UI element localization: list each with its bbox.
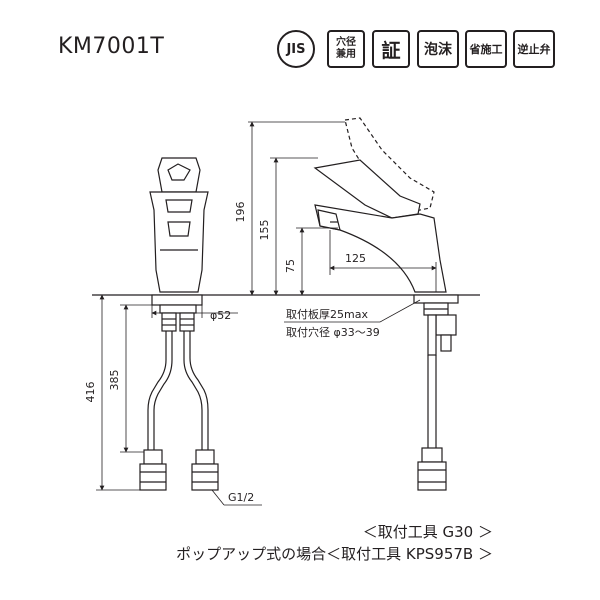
hole-compatible-line2: 兼用 — [336, 49, 356, 60]
tool-note: ＜取付工具 G30 ＞ — [362, 523, 493, 541]
certified-badge-label: 証 — [381, 39, 401, 62]
check-valve-badge: 逆止弁 — [513, 30, 555, 68]
hole-compatible-badge: 穴径 兼用 — [327, 30, 365, 68]
deck-thickness-label: 取付板厚25max — [286, 307, 368, 321]
labor-saving-badge-label: 省施工 — [469, 43, 503, 56]
dim-below-deck-total: 416 — [84, 382, 97, 403]
popup-tool-note: ポップアップ式の場合＜取付工具 KPS957B ＞ — [176, 545, 493, 563]
side-view-faucet — [313, 117, 459, 491]
check-valve-badge-label: 逆止弁 — [517, 43, 551, 56]
jis-mark-icon: JIS — [277, 30, 315, 68]
dim-base-diameter: φ52 — [210, 309, 231, 322]
dim-spout-top-height: 155 — [258, 220, 271, 241]
dim-spout-reach: 125 — [345, 252, 366, 265]
front-view-faucet — [139, 157, 219, 491]
model-number: KM7001T — [58, 34, 165, 59]
aerator-badge: 泡沫 — [417, 30, 459, 68]
jis-mark-label: JIS — [286, 41, 306, 57]
hole-diameter-label: 取付穴径 φ33～39 — [286, 325, 380, 339]
labor-saving-badge: 省施工 — [465, 30, 507, 68]
dim-spout-outlet-height: 75 — [284, 259, 297, 273]
dim-total-height: 196 — [234, 202, 247, 223]
dim-below-deck-hose: 385 — [108, 370, 121, 391]
certified-badge: 証 — [372, 30, 410, 68]
hole-compatible-line1: 穴径 — [336, 37, 356, 48]
aerator-badge-label: 泡沫 — [424, 42, 452, 58]
dim-thread: G1/2 — [228, 491, 254, 504]
